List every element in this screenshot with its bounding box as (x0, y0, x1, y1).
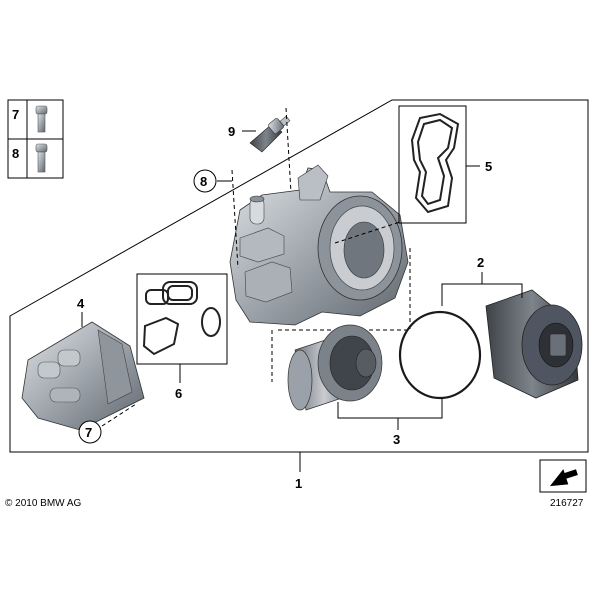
gasket-set-icon (142, 281, 221, 356)
legend-label-7: 7 (12, 107, 19, 122)
bolt-icon (35, 105, 48, 133)
dash-8-a (231, 169, 239, 269)
part6-box (136, 273, 228, 365)
callout-6: 6 (175, 386, 182, 401)
housing-icon (229, 164, 409, 326)
cooler-icon (21, 321, 145, 431)
page-corner-icon (539, 459, 587, 493)
bracket-3 (337, 398, 443, 419)
screw-icon (35, 143, 48, 173)
part5-box (398, 105, 467, 224)
callout-2: 2 (477, 255, 484, 270)
legend-label-8: 8 (12, 146, 19, 161)
callout-9: 9 (228, 124, 235, 139)
callout-5: 5 (485, 159, 492, 174)
assembly-frame (9, 99, 589, 453)
dash-5 (334, 221, 401, 244)
callout-circle-7 (78, 420, 102, 444)
cap-icon (485, 289, 583, 399)
gasket-icon (410, 112, 460, 214)
filter-icon (287, 324, 383, 411)
diagram-number: 216727 (550, 498, 584, 509)
callout-circle-8 (193, 169, 217, 193)
sensor-icon (249, 115, 291, 153)
callout-1: 1 (295, 476, 302, 491)
dash-filter-guide (271, 246, 411, 382)
callout-7: 7 (85, 425, 92, 440)
oring-icon (398, 310, 482, 400)
copyright-text: © 2010 BMW AG (5, 498, 82, 509)
callout-8: 8 (200, 174, 207, 189)
fastener-legend: 7 8 (7, 99, 64, 179)
callout-4: 4 (77, 296, 85, 311)
callout-3: 3 (393, 432, 400, 447)
